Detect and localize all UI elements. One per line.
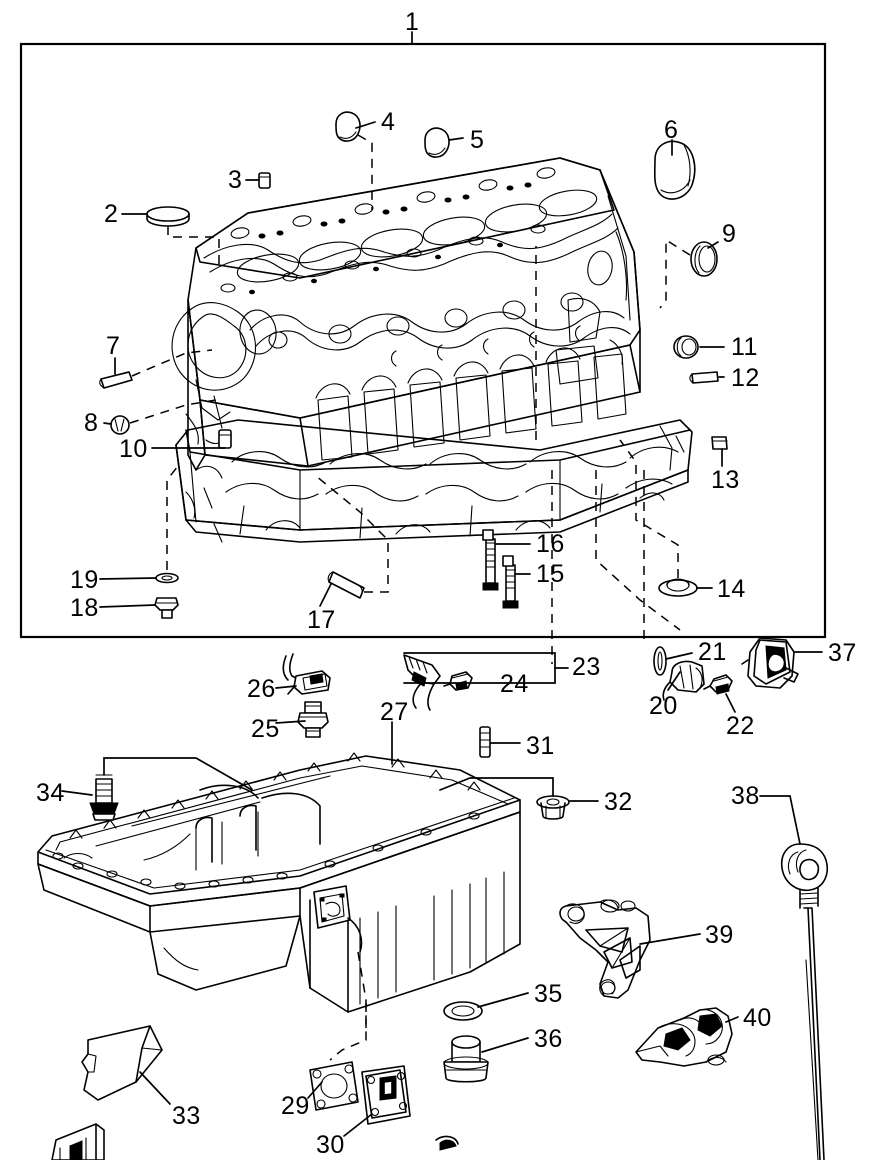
part-6-core-plug-oval [653,140,696,200]
part-11-bushing [673,335,699,359]
assembly-frame-box [19,42,827,639]
callout-6: 6 [664,116,679,144]
callout-23: 23 [572,653,601,681]
cylinder-block-drawing [171,157,641,471]
lower-crankcase-drawing [175,419,693,543]
part-12-roll-pin [689,371,719,384]
callout-5: 5 [470,126,485,154]
part-14-plug-flanged [658,578,698,597]
callout-18: 18 [70,594,99,622]
callout-11: 11 [731,333,758,361]
part-13-roll-pin [711,436,728,450]
callout-13: 13 [711,466,740,494]
callout-17: 17 [307,606,336,634]
callout-3: 3 [228,166,243,194]
part-17-dowel-sleeve [327,571,365,599]
callout-33: 33 [172,1102,201,1130]
part-9-sealing-ring [690,241,718,277]
part-38-dipstick [780,843,828,1160]
callout-2: 2 [104,200,119,228]
part-16-bolt-long [482,529,499,591]
callout-1: 1 [405,8,420,36]
part-20-pressure-switch [662,660,705,701]
callout-14: 14 [717,575,746,603]
callout-26: 26 [247,675,276,703]
part-unlabeled-bracket-cropped [51,1123,105,1160]
callout-29: 29 [281,1092,310,1120]
part-10-dowel-pin [218,429,232,449]
callout-31: 31 [526,732,555,760]
part-33-baffle-shield [81,1025,163,1101]
callout-20: 20 [649,692,678,720]
part-18-drain-plug [154,597,179,619]
part-26-spray-nozzle [282,653,331,695]
oil-pan-drawing [37,752,521,1013]
callout-16: 16 [536,530,565,558]
part-7-dowel-pin [99,371,133,389]
callout-24: 24 [500,670,529,698]
callout-36: 36 [534,1025,563,1053]
callout-30: 30 [316,1131,345,1159]
callout-22: 22 [726,712,755,740]
leader-lines [99,31,725,664]
callout-12: 12 [731,364,760,392]
callout-8: 8 [84,409,99,437]
part-40-mount-bracket-left [635,1007,733,1067]
callout-39: 39 [705,921,734,949]
callout-32: 32 [604,788,633,816]
callout-25: 25 [251,715,280,743]
part-35-drain-gasket [443,1001,483,1021]
part-2-core-plug [146,206,190,227]
lower-leader-lines [61,651,823,1137]
part-3-dowel-pin [258,172,271,189]
part-8-gallery-plug [110,415,130,435]
callout-15: 15 [536,560,565,588]
part-32-flanged-nut [536,795,570,820]
part-22-bolt-small [703,674,733,695]
part-4-core-plug-cup [335,111,361,142]
callout-4: 4 [381,108,396,136]
callout-37: 37 [828,639,857,667]
part-31-dowel-pin [479,726,491,758]
part-39-mount-bracket-right [559,899,651,999]
callout-38: 38 [731,782,760,810]
part-19-drain-washer [155,572,179,584]
part-29-30-cover-plate [309,1061,459,1151]
callout-27: 27 [380,698,409,726]
part-5-core-plug-cup [424,127,450,158]
callout-40: 40 [743,1004,772,1032]
part-25-fitting-adapter [297,701,329,738]
callout-19: 19 [70,566,99,594]
part-36-drain-plug [443,1035,489,1083]
callout-35: 35 [534,980,563,1008]
part-37-pressure-sender [741,637,799,689]
callout-9: 9 [722,220,737,248]
callout-7: 7 [106,332,121,360]
callout-21: 21 [698,638,727,666]
part-15-bolt-short [502,555,519,609]
part-34-pan-bolt [89,774,119,821]
part-21-gasket-washer [653,646,667,676]
callout-10: 10 [119,435,148,463]
part-23-group-bracket [403,652,569,684]
callout-34: 34 [36,779,65,807]
